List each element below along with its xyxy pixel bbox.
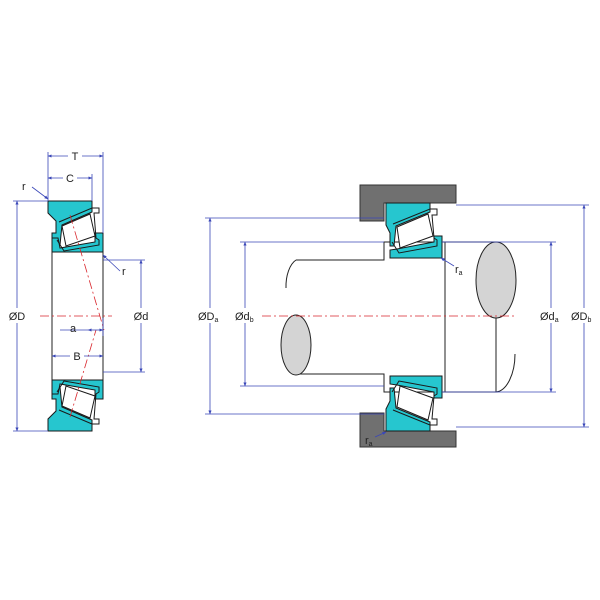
label-B: B xyxy=(73,351,80,363)
cage-bottom xyxy=(56,380,100,425)
label-ra-bottom: ra xyxy=(365,435,373,448)
label-Da: ØDa xyxy=(198,311,219,324)
roller-top xyxy=(61,213,96,247)
housing-bottom xyxy=(359,412,457,448)
mounted-bearing-top xyxy=(385,202,443,259)
leader-ra-top xyxy=(440,257,455,267)
mounting-view: ØDa Ødb Øda ØDb ra ra xyxy=(194,184,599,448)
label-T: T xyxy=(72,151,79,163)
cage-top xyxy=(56,207,100,252)
label-D: ØD xyxy=(9,311,26,323)
shaft-right-end xyxy=(475,241,517,319)
inner-ring-bottom xyxy=(51,379,104,400)
mounted-roller-top xyxy=(396,213,434,249)
label-a: a xyxy=(70,323,77,335)
mounted-cage-top xyxy=(391,208,438,254)
contact-angle-line-top xyxy=(69,214,105,331)
bearing-section-view: T C r r ØD Ød a B xyxy=(3,149,154,432)
contact-angle-line-bottom xyxy=(69,329,97,418)
leader-ra-bottom xyxy=(374,431,387,438)
label-C: C xyxy=(66,173,74,185)
roller-bottom xyxy=(61,385,96,419)
shaft-body xyxy=(296,241,497,393)
bearing-top-half xyxy=(47,200,104,253)
label-r-outer: r xyxy=(22,181,26,193)
shaft-right-bottom-arc xyxy=(495,353,516,393)
label-d: Ød xyxy=(134,311,149,323)
shaft-left-top-arc xyxy=(285,259,297,289)
leader-r-inner xyxy=(102,254,121,272)
label-Db: ØDb xyxy=(571,311,592,324)
label-r-inner: r xyxy=(122,266,126,278)
inner-ring-top xyxy=(51,232,104,253)
mounted-bearing-bottom xyxy=(385,375,443,432)
bearing-bottom-half xyxy=(47,379,104,432)
label-db: Ødb xyxy=(235,311,254,324)
leader-r-outer xyxy=(31,186,49,200)
mounted-cage-bottom xyxy=(391,380,438,426)
mounted-roller-bottom xyxy=(396,385,434,421)
label-ra-top: ra xyxy=(455,264,463,277)
shaft-left-end xyxy=(280,314,312,376)
label-da: Øda xyxy=(540,311,559,324)
